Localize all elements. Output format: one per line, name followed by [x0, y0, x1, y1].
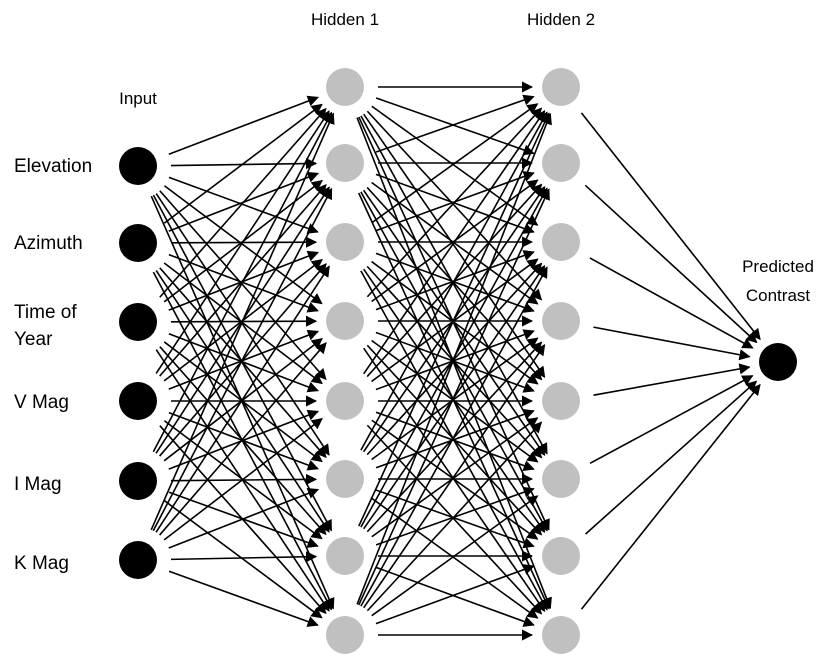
edge-input-6-to-h1-1: [150, 112, 335, 531]
hidden2-node-8: [542, 616, 580, 654]
edge-h1-6-to-h2-5: [375, 409, 535, 469]
edge-h1-7-to-h2-1: [358, 112, 550, 527]
hidden2-node-4: [542, 302, 580, 340]
hidden2-node-1: [542, 68, 580, 106]
edge-h1-8-to-h2-4: [363, 343, 546, 609]
edge-input-6-to-h1-7: [170, 551, 318, 563]
edge-h1-1-to-h2-3: [371, 105, 539, 226]
edge-h1-8-to-h2-1: [356, 112, 552, 605]
output-header-line1: Predicted: [742, 257, 814, 276]
edge-input-3-to-h1-1: [159, 107, 327, 298]
edge-input-1-to-h1-3: [168, 176, 319, 234]
edge-input-1-to-h1-4: [163, 185, 323, 305]
edge-h1-1-to-h2-5: [363, 113, 546, 379]
edge-h1-8-to-h2-2: [358, 188, 550, 606]
edge-h1-5-to-h2-8: [366, 424, 543, 615]
edge-input-3-to-h1-4: [170, 315, 318, 327]
input-label-3-line2: Year: [14, 329, 53, 350]
edge-input-5-to-h1-6: [170, 473, 318, 485]
output-header-line2: Contrast: [746, 286, 811, 305]
edge-h1-8-to-h2-7: [375, 564, 535, 625]
edge-h2-8-to-output: [580, 383, 761, 610]
edge-h1-5-to-h2-1: [363, 109, 546, 375]
hidden1-node-7: [326, 537, 364, 575]
output-node: [759, 343, 797, 381]
hidden2-node-7: [542, 537, 580, 575]
hidden1-node-5: [326, 382, 364, 420]
edge-input-1-to-h1-5: [159, 190, 327, 381]
hidden1-header: Hidden 1: [311, 10, 379, 29]
edge-h2-5-to-output: [593, 363, 751, 396]
edge-input-6-to-h1-3: [155, 265, 330, 533]
edge-h1-4-to-h2-5: [375, 331, 535, 393]
edge-input-4-to-h1-1: [155, 110, 330, 374]
edge-input-1-to-h1-6: [155, 193, 330, 456]
input-label-6: K Mag: [14, 553, 69, 574]
edge-h2-2-to-output: [584, 184, 758, 344]
edge-h2-1-to-output: [580, 112, 761, 341]
input-node-4: [119, 382, 157, 420]
hidden2-header: Hidden 2: [527, 10, 595, 29]
input-label-5: I Mag: [14, 474, 62, 495]
edge-input-6-to-h1-4: [159, 342, 327, 536]
edge-h1-8-to-h2-6: [371, 495, 539, 617]
input-node-5: [119, 462, 157, 500]
edge-input-2-to-h1-1: [163, 103, 323, 224]
hidden1-node-6: [326, 460, 364, 498]
edge-h2-4-to-output: [593, 326, 751, 361]
edge-h2-3-to-output: [589, 257, 754, 349]
edge-h1-3-to-h2-1: [371, 103, 539, 224]
edge-h1-1-to-h2-4: [366, 110, 543, 301]
edge-input-2-to-h1-3: [170, 236, 318, 248]
hidden2-node-5: [542, 382, 580, 420]
edge-h1-1-to-h2-8: [356, 117, 552, 610]
hidden1-node-8: [326, 616, 364, 654]
input-node-2: [119, 224, 157, 262]
edge-h2-6-to-output: [589, 375, 754, 465]
edge-h1-7-to-h2-8: [375, 566, 535, 627]
hidden1-node-1: [326, 68, 364, 106]
edge-h1-6-to-h2-7: [375, 489, 535, 549]
input-label-1: Elevation: [14, 156, 92, 177]
input-node-6: [119, 541, 157, 579]
connections: [150, 81, 761, 641]
edge-h1-4-to-h2-1: [366, 107, 543, 298]
hidden2-node-2: [542, 144, 580, 182]
hidden1-node-2: [326, 144, 364, 182]
edge-input-6-to-h1-8: [168, 570, 319, 627]
edge-input-5-to-h1-5: [168, 409, 319, 470]
hidden1-node-4: [326, 302, 364, 340]
edge-h1-5-to-h2-3: [371, 258, 539, 383]
edge-h2-7-to-output: [585, 380, 758, 535]
labels: Input Hidden 1 Hidden 2 Predicted Contra…: [14, 10, 814, 574]
edge-input-2-to-h1-5: [163, 262, 323, 385]
input-node-1: [119, 147, 157, 185]
edge-h1-8-to-h2-5: [366, 421, 543, 612]
edge-h1-2-to-h2-5: [366, 186, 543, 381]
edge-h1-6-to-h2-8: [371, 497, 539, 619]
neurons: [119, 68, 797, 654]
input-node-3: [119, 303, 157, 341]
edge-input-1-to-h1-8: [150, 195, 335, 610]
edge-input-5-to-h1-1: [152, 111, 333, 453]
input-header: Input: [119, 89, 157, 108]
edge-h1-1-to-h2-6: [360, 115, 548, 455]
edge-h1-8-to-h2-3: [360, 266, 548, 607]
hidden2-node-3: [542, 223, 580, 261]
edge-h1-2-to-h2-1: [375, 94, 535, 153]
input-label-2: Azimuth: [14, 233, 83, 254]
edge-input-6-to-h1-2: [152, 187, 333, 532]
edge-input-6-to-h1-5: [163, 417, 323, 541]
hidden2-node-6: [542, 460, 580, 498]
hidden1-node-3: [326, 223, 364, 261]
edge-input-1-to-h1-1: [168, 95, 319, 155]
input-label-3-line1: Time of: [14, 302, 77, 323]
input-label-4: V Mag: [14, 392, 69, 413]
edge-h1-6-to-h2-1: [360, 111, 548, 451]
edge-input-6-to-h1-6: [168, 488, 320, 549]
